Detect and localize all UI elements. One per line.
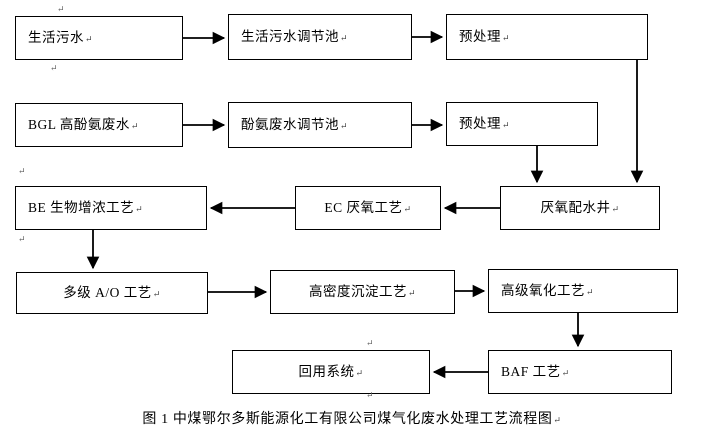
paragraph-mark: ↵	[366, 390, 374, 400]
paragraph-mark: ↵	[561, 367, 570, 378]
paragraph-mark: ↵	[85, 33, 94, 44]
paragraph-mark: ↵	[403, 203, 412, 214]
paragraph-mark: ↵	[152, 288, 161, 299]
paragraph-mark: ↵	[340, 32, 349, 43]
paragraph-mark: ↵	[18, 166, 26, 176]
node-label: 酚氨废水调节池↵	[241, 116, 349, 132]
node-label: EC 厌氧工艺↵	[324, 199, 412, 215]
paragraph-mark: ↵	[553, 415, 562, 425]
node-phenol-ammonia-tank[interactable]: 酚氨废水调节池↵	[228, 102, 412, 148]
node-label: 预处理↵	[459, 28, 511, 44]
figure-caption: 图 1 中煤鄂尔多斯能源化工有限公司煤气化废水处理工艺流程图↵	[0, 408, 704, 428]
node-baf-process[interactable]: BAF 工艺↵	[488, 350, 672, 394]
figure-caption-text: 图 1 中煤鄂尔多斯能源化工有限公司煤气化废水处理工艺流程图	[142, 412, 553, 427]
node-label: 高级氧化工艺↵	[501, 282, 595, 298]
paragraph-mark: ↵	[340, 120, 349, 131]
node-advanced-oxidation[interactable]: 高级氧化工艺↵	[488, 269, 678, 313]
node-label: BE 生物增浓工艺↵	[28, 199, 144, 215]
node-multistage-ao[interactable]: 多级 A/O 工艺↵	[16, 272, 208, 314]
node-label: 高密度沉淀工艺↵	[308, 283, 417, 299]
node-domestic-sewage-tank[interactable]: 生活污水调节池↵	[228, 14, 412, 60]
node-be-bio-enrichment[interactable]: BE 生物增浓工艺↵	[15, 186, 207, 230]
paragraph-mark: ↵	[502, 119, 511, 130]
node-anaerobic-distribution-well[interactable]: 厌氧配水井↵	[500, 186, 660, 230]
node-domestic-sewage[interactable]: 生活污水↵	[15, 16, 183, 60]
node-label: 回用系统↵	[298, 363, 364, 379]
node-high-density-sedimentation[interactable]: 高密度沉淀工艺↵	[270, 270, 455, 314]
node-reuse-system[interactable]: 回用系统↵	[232, 350, 430, 394]
node-label: BGL 高酚氨废水↵	[28, 116, 139, 132]
node-label: 预处理↵	[459, 115, 511, 131]
paragraph-mark: ↵	[130, 120, 139, 131]
node-label: 多级 A/O 工艺↵	[63, 284, 161, 300]
paragraph-mark: ↵	[586, 286, 595, 297]
node-label: 生活污水↵	[28, 29, 94, 45]
paragraph-mark: ↵	[407, 287, 417, 298]
paragraph-mark: ↵	[502, 32, 511, 43]
node-pretreatment-2[interactable]: 预处理↵	[446, 102, 598, 146]
node-label: 厌氧配水井↵	[540, 199, 620, 215]
node-pretreatment-1[interactable]: 预处理↵	[446, 14, 648, 60]
node-ec-anaerobic[interactable]: EC 厌氧工艺↵	[295, 186, 441, 230]
paragraph-mark: ↵	[135, 203, 144, 214]
paragraph-mark: ↵	[57, 4, 65, 14]
paragraph-mark: ↵	[50, 63, 58, 73]
paragraph-mark: ↵	[18, 234, 26, 244]
node-label: 生活污水调节池↵	[241, 28, 349, 44]
paragraph-mark: ↵	[366, 338, 374, 348]
node-bgl-phenol-ammonia[interactable]: BGL 高酚氨废水↵	[15, 103, 183, 147]
node-label: BAF 工艺↵	[501, 363, 570, 379]
paragraph-mark: ↵	[611, 203, 620, 214]
paragraph-mark: ↵	[355, 367, 364, 378]
